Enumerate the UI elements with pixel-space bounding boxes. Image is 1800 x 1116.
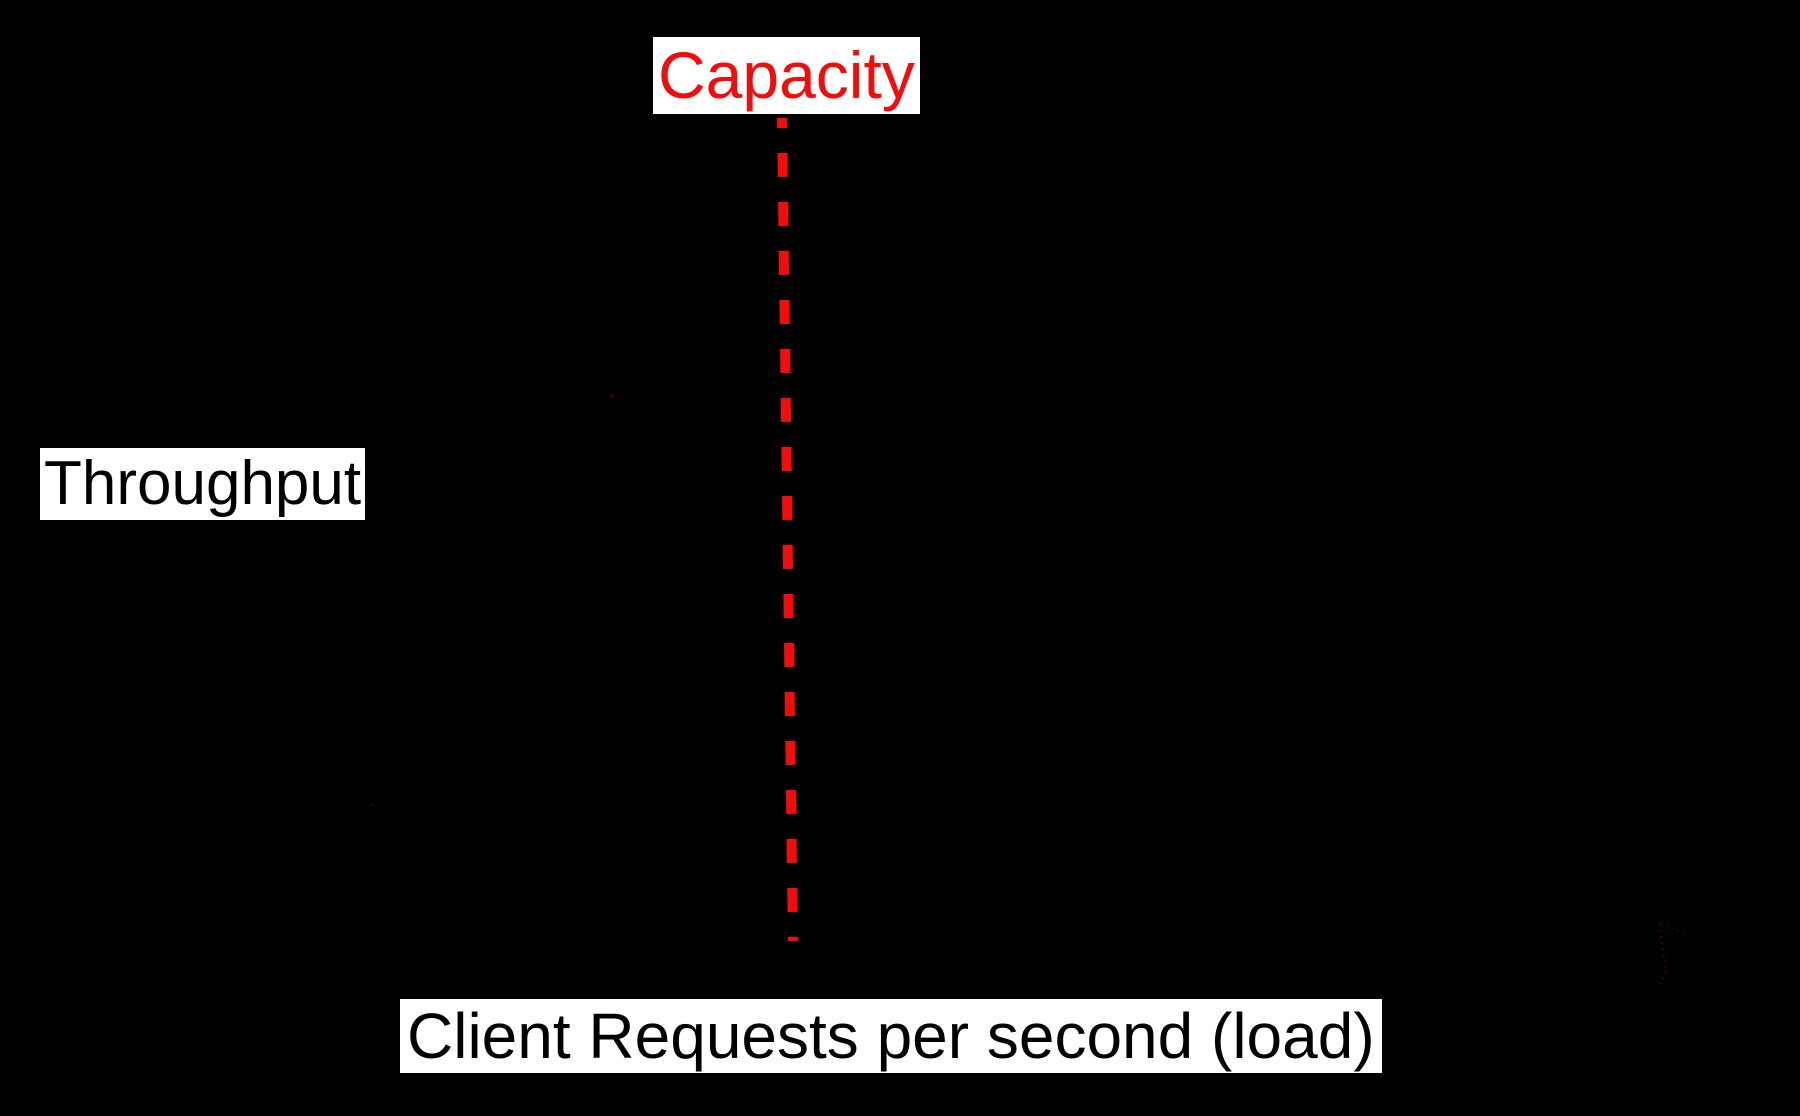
- curve-artifact-arrowhead: [1657, 920, 1685, 987]
- y-axis-label: Throughput: [40, 448, 366, 520]
- x-axis-label: Client Requests per second (load): [400, 999, 1382, 1074]
- capacity-label: Capacity: [653, 37, 920, 114]
- curve-artifact-dot: [370, 803, 374, 807]
- curve-artifact-dot: [610, 394, 614, 398]
- capacity-dashed-line: [777, 117, 798, 942]
